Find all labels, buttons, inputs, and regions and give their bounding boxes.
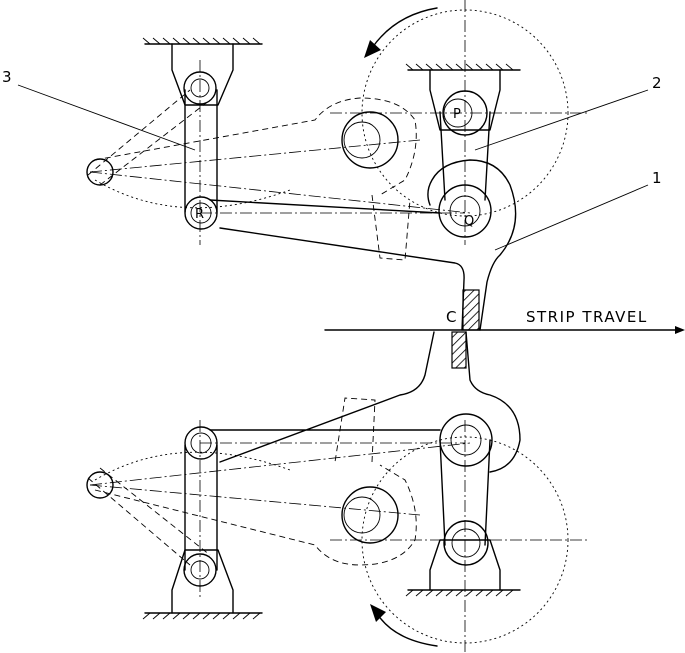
blade-holder-upper — [209, 159, 517, 331]
lower-rotation-arrow — [377, 614, 438, 647]
leader-lines — [17, 84, 649, 251]
lower-mechanism — [86, 331, 590, 653]
lower-crank-link — [439, 413, 493, 566]
label-point-c: C — [446, 308, 456, 326]
label-part-2: 2 — [652, 74, 662, 92]
blade-holder-lower — [209, 331, 521, 473]
lower-alt-positions — [86, 397, 471, 566]
lower-blade — [451, 331, 467, 369]
upper-blade — [462, 289, 480, 331]
strip-arrowhead — [675, 326, 685, 334]
link-2 — [439, 90, 491, 201]
link-3 — [183, 71, 218, 230]
upper-right-ground — [405, 63, 521, 131]
label-strip-travel: STRIP TRAVEL — [526, 308, 648, 326]
upper-mechanism — [86, 0, 590, 331]
upper-alt-positions — [86, 89, 471, 261]
label-pin-p: P — [453, 107, 461, 122]
upper-left-ground — [142, 37, 263, 106]
label-part-3: 3 — [2, 68, 12, 86]
upper-rotation-arrow — [371, 7, 438, 49]
lower-rocker-link — [183, 426, 218, 587]
lower-left-ground — [142, 549, 263, 620]
lower-right-ground — [405, 539, 521, 597]
label-part-1: 1 — [652, 169, 662, 187]
label-pin-r: R — [195, 207, 204, 222]
label-pin-q: Q — [464, 214, 474, 229]
